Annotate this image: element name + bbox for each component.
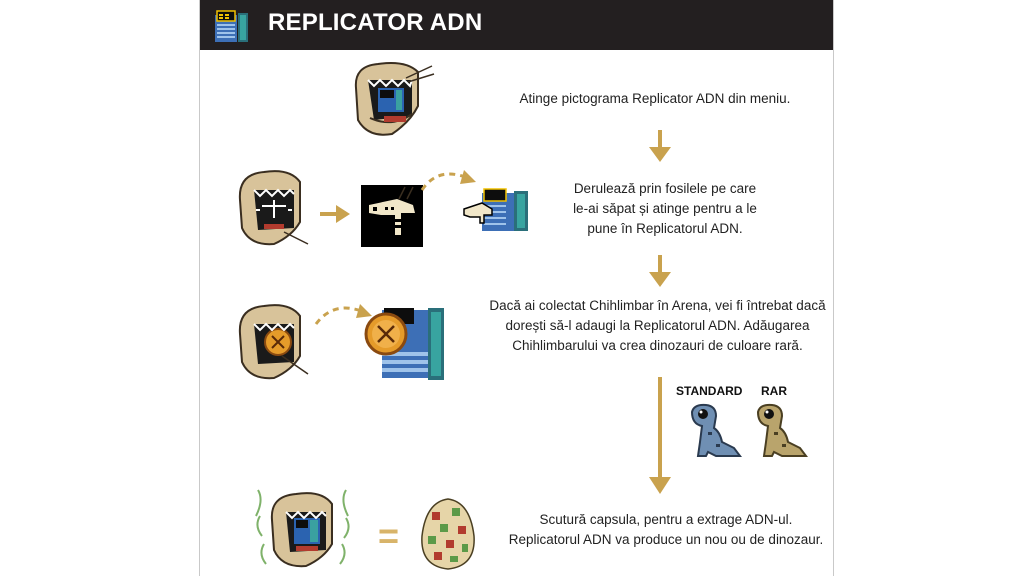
- dino-skull-swipe-illustration: [238, 170, 309, 246]
- step4-line-2: Replicatorul ADN va produce un nou ou de…: [508, 532, 824, 547]
- replicator-with-fossil-icon: [463, 188, 528, 231]
- rare-label: RAR: [761, 384, 787, 398]
- long-down-arrow-icon: [649, 377, 671, 494]
- step4-line-1: Scutură capsula, pentru a extrage ADN-ul…: [539, 512, 793, 527]
- step1-text: Atinge pictograma Replicator ADN din men…: [519, 91, 791, 106]
- dashed-curve-arrow-icon: [420, 170, 476, 191]
- step3-line-2: dorești să-l adaugi la Replicatorul ADN.…: [505, 318, 810, 333]
- equals-sign: =: [378, 515, 400, 556]
- right-arrow-icon: [320, 205, 350, 223]
- step2-line-3: pune în Replicatorul ADN.: [587, 221, 743, 236]
- step4-text: Scutură capsula, pentru a extrage ADN-ul…: [506, 510, 826, 550]
- dino-skull-shake-illustration: [255, 489, 350, 568]
- standard-label: STANDARD: [676, 384, 743, 398]
- step2-line-2: le-ai săpat și atinge pentru a le: [573, 201, 757, 216]
- replicator-with-amber-icon: [364, 308, 444, 380]
- dashed-curve-arrow-icon: [314, 304, 372, 325]
- standard-dino-icon: [690, 403, 742, 457]
- dino-skull-amber-illustration: [238, 304, 309, 380]
- down-arrow-icon: [649, 255, 671, 287]
- dinosaur-egg-icon: [421, 498, 475, 570]
- step3-line-3: Chihlimbarului va crea dinozauri de culo…: [512, 338, 803, 353]
- step3-line-1: Dacă ai colectat Chihlimbar în Arena, ve…: [489, 298, 826, 313]
- dino-skull-hand-tap-illustration: [354, 62, 435, 136]
- rare-dino-icon: [756, 403, 808, 457]
- step2-line-1: Derulează prin fosilele pe care: [573, 181, 757, 196]
- instruction-page: REPLICATOR ADN Atinge pictograma Replica…: [199, 0, 834, 576]
- step2-text: Derulează prin fosilele pe care le-ai să…: [530, 179, 800, 239]
- replicator-machine-icon: [215, 10, 248, 42]
- fossil-skull-card-icon: [361, 185, 423, 247]
- header-bar: REPLICATOR ADN: [200, 0, 833, 50]
- down-arrow-icon: [649, 130, 671, 162]
- step3-text: Dacă ai colectat Chihlimbar în Arena, ve…: [485, 296, 830, 356]
- page-title: REPLICATOR ADN: [268, 9, 483, 36]
